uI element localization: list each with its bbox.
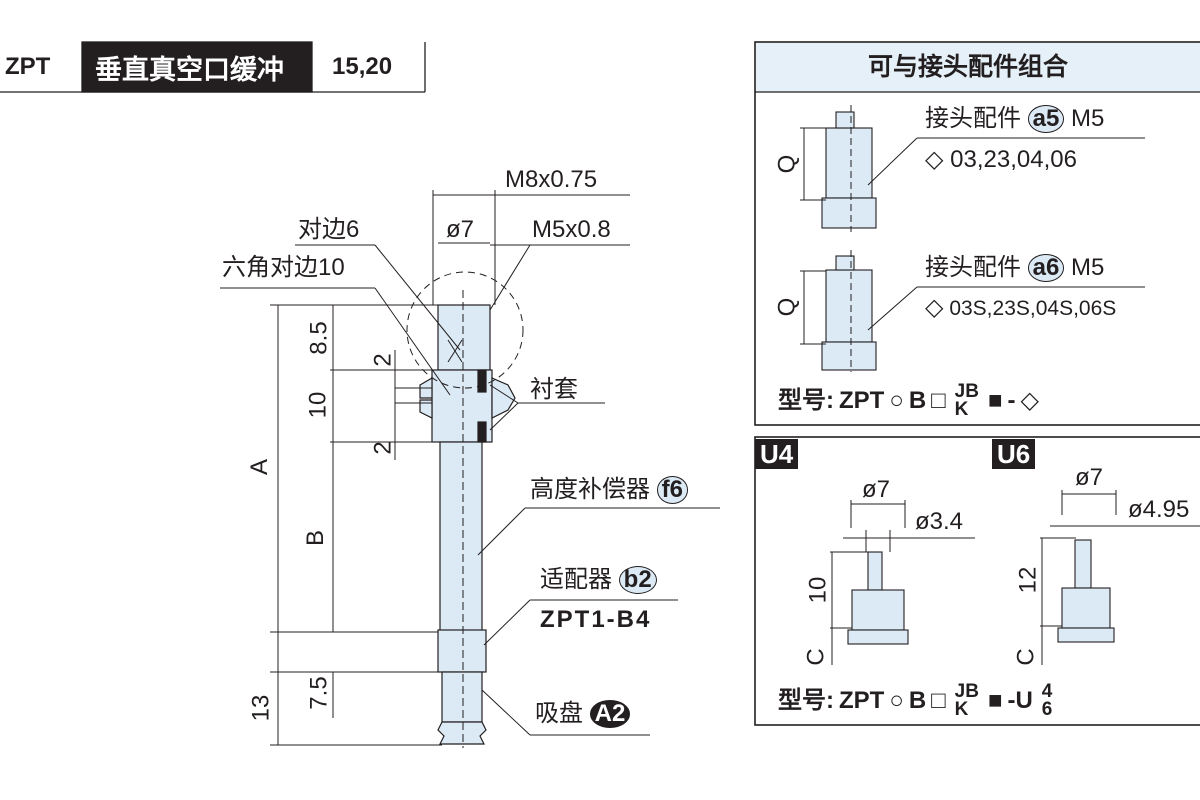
dim-q-2: Q (773, 297, 801, 317)
dim-7-5: 7.5 (305, 676, 333, 710)
pad-label: 吸盘 A2 (535, 700, 631, 728)
u6-diameter: ø7 (1075, 464, 1104, 491)
dim-2-top: 2 (369, 353, 397, 367)
size-label: 15,20 (332, 53, 393, 80)
square-icon: □ (931, 387, 946, 415)
u4-height: 10 (804, 576, 832, 604)
circle-icon: ○ (889, 387, 904, 415)
u4-dim-c: C (802, 648, 830, 666)
across-flats-label: 对边6 (298, 216, 360, 243)
circle-icon: ○ (889, 687, 904, 715)
diamond-icon: ◇ (925, 146, 944, 173)
u6-tag: U6 (992, 439, 1036, 469)
fitting-a5-label: 接头配件 a5 M5 (925, 105, 1105, 133)
fitting-a6-options: ◇ 03S,23S,04S,06S (925, 294, 1117, 321)
u4-tag: U4 (755, 439, 799, 469)
dim-13: 13 (247, 694, 275, 722)
dim-q-1: Q (773, 154, 801, 174)
diamond-icon: ◇ (1020, 387, 1039, 415)
diameter-label: ø7 (446, 216, 475, 243)
fittings-title: 可与接头配件组合 (868, 53, 1069, 81)
dim-10: 10 (304, 391, 332, 419)
fitting-a5-badge: a5 (1027, 105, 1065, 133)
bushing-label: 衬套 (530, 376, 578, 403)
u6-height: 12 (1014, 566, 1042, 594)
u4-diameter: ø7 (862, 476, 891, 503)
compensator-label: 高度补偿器 f6 (530, 476, 689, 504)
fitting-a6-badge: a6 (1027, 254, 1065, 282)
dim-2-bottom: 2 (369, 441, 397, 455)
dim-a: A (246, 458, 274, 476)
square-icon: □ (931, 687, 946, 715)
dim-8-5: 8.5 (305, 321, 333, 355)
u6-dim-c: C (1012, 648, 1040, 666)
u6-inner-diameter: ø4.95 (1128, 496, 1190, 523)
inner-thread-label: M5x0.8 (532, 216, 611, 243)
dim-b: B (302, 529, 330, 547)
adapter-label: 适配器 b2 (540, 566, 657, 594)
page-title: 垂直真空口缓冲 (95, 54, 284, 85)
fitting-a6-label: 接头配件 a6 M5 (925, 254, 1105, 282)
diamond-icon: ◇ (925, 294, 944, 321)
filled-square-icon: ■ (987, 387, 1003, 415)
compensator-code-badge: f6 (656, 476, 689, 504)
adapter-code-badge: b2 (618, 566, 657, 594)
u4-inner-diameter: ø3.4 (915, 508, 964, 535)
series-label: ZPT (5, 53, 51, 80)
filled-square-icon: ■ (987, 687, 1003, 715)
adapter-model: ZPT1-B4 (540, 606, 652, 633)
pad-code-badge: A2 (589, 700, 631, 728)
outer-thread-label: M8x0.75 (505, 166, 598, 193)
fitting-a5-options: ◇ 03,23,04,06 (925, 146, 1077, 173)
hex-across-flats-label: 六角对边10 (222, 254, 345, 281)
